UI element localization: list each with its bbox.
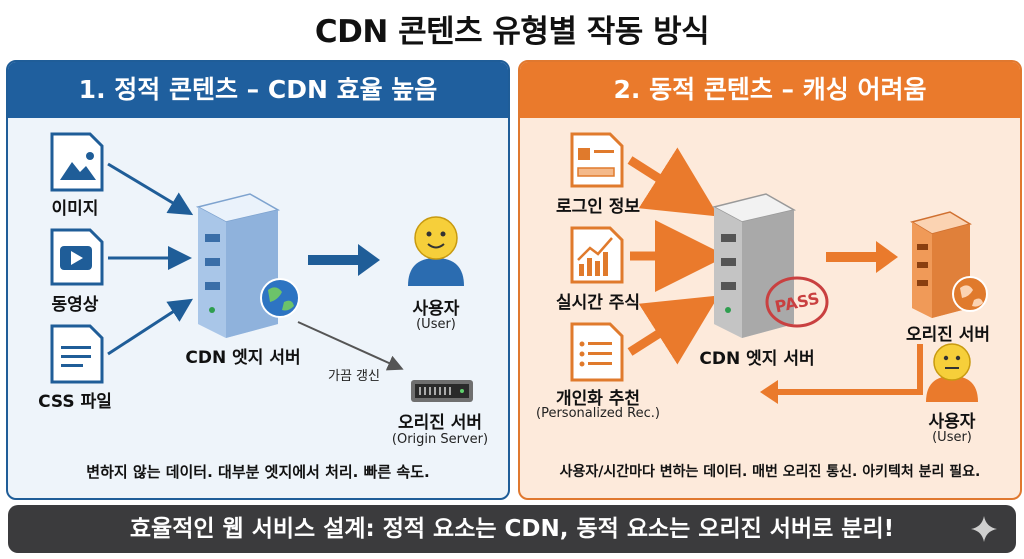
- pass-stamp-icon: PASS: [765, 276, 829, 328]
- personalized-file-icon: [570, 322, 624, 382]
- arrow-edge-to-origin: [297, 321, 404, 371]
- edge-server-icon: [195, 193, 281, 338]
- stock-label: 실시간 주식: [555, 293, 641, 313]
- static-panel-footer: 변하지 않는 데이터. 대부분 엣지에서 처리. 빠른 속도.: [86, 463, 430, 481]
- edge-server-icon: [711, 193, 797, 338]
- stock-file-icon: [570, 226, 624, 284]
- origin-server-icon: [411, 380, 473, 402]
- page-title: CDN 콘텐츠 유형별 작동 방식: [314, 14, 710, 50]
- summary-banner-text: 효율적인 웹 서비스 설계: 정적 요소는 CDN, 동적 요소는 오리진 서버…: [129, 516, 895, 542]
- arrow-css-to-edge: [107, 298, 194, 356]
- image-file-icon: [50, 132, 104, 192]
- user-sublabel: (User): [416, 317, 456, 332]
- video-file-icon: [50, 228, 104, 286]
- globe-icon: [260, 278, 300, 318]
- dynamic-content-panel: 2. 동적 콘텐츠 – 캐싱 어려움: [518, 60, 1022, 500]
- arrow-edge-to-origin: [826, 241, 898, 273]
- summary-banner: 효율적인 웹 서비스 설계: 정적 요소는 CDN, 동적 요소는 오리진 서버…: [8, 505, 1016, 553]
- login-label: 로그인 정보: [555, 197, 641, 217]
- personalized-sublabel: (Personalized Rec.): [536, 406, 660, 421]
- static-diagram: [50, 132, 473, 402]
- origin-server-label: 오리진 서버: [905, 325, 991, 345]
- dynamic-panel-footer: 사용자/시간마다 변하는 데이터. 매번 오리진 통신. 아키텍처 분리 필요.: [559, 464, 981, 480]
- user-icon: [926, 343, 978, 402]
- image-label: 이미지: [51, 199, 99, 219]
- video-label: 동영상: [51, 295, 99, 315]
- user-sublabel: (User): [932, 430, 972, 445]
- static-panel-heading: 1. 정적 콘텐츠 – CDN 효율 높음: [8, 62, 508, 118]
- arrow-image-to-edge: [107, 162, 194, 216]
- user-label: 사용자: [412, 299, 460, 319]
- dynamic-diagram: PASS: [570, 132, 988, 404]
- personalized-label: 개인화 추천: [555, 389, 641, 409]
- css-file-icon: [50, 324, 104, 384]
- static-content-panel: 1. 정적 콘텐츠 – CDN 효율 높음: [6, 60, 510, 500]
- sparkle-icon: [971, 516, 997, 542]
- refresh-label: 가끔 갱신: [328, 369, 380, 384]
- return-arrow: [774, 344, 923, 395]
- user-icon: [408, 216, 464, 286]
- login-file-icon: [570, 132, 624, 188]
- user-label: 사용자: [928, 412, 976, 432]
- dynamic-panel-heading: 2. 동적 콘텐츠 – 캐싱 어려움: [520, 62, 1020, 118]
- origin-server-sublabel: (Origin Server): [391, 432, 489, 447]
- css-label: CSS 파일: [38, 392, 112, 412]
- edge-server-label: CDN 엣지 서버: [699, 349, 815, 369]
- arrow-edge-to-user: [308, 244, 380, 276]
- edge-server-label: CDN 엣지 서버: [185, 348, 301, 368]
- arrow-login-to-edge: [627, 147, 719, 217]
- origin-server-label: 오리진 서버: [397, 413, 483, 433]
- globe-icon: [952, 276, 988, 312]
- arrow-personalized-to-edge: [627, 295, 719, 365]
